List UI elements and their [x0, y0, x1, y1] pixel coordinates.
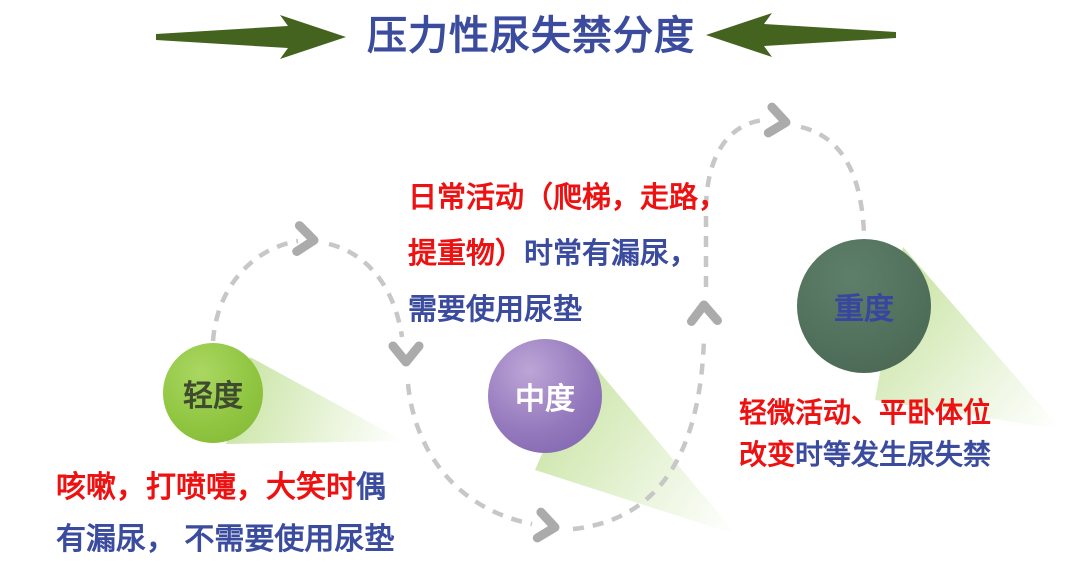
flow-path-segment-5 [703, 117, 765, 287]
chevron-up-icon [686, 300, 722, 326]
chevron-right-icon-1 [292, 221, 319, 256]
flow-path-segment-2 [328, 241, 405, 338]
note-text-blue: 偶 [356, 471, 386, 504]
note-severe-line-2: 改变时等发生尿失禁 [739, 434, 991, 476]
chevron-down-icon [388, 341, 424, 367]
note-mild-line-1: 咳嗽，打喷嚏，大笑时偶 [56, 462, 394, 514]
dashed-flow-path [210, 117, 867, 532]
note-text-red: 咳嗽，打喷嚏，大笑时 [56, 471, 356, 504]
title-arrow-left [706, 13, 896, 57]
note-text-blue: 需要使用尿垫 [408, 294, 583, 326]
stage-label-severe: 重度 [834, 293, 894, 326]
note-text-red: 日常活动（爬梯，走路， [408, 182, 728, 214]
chevron-right-icon-2 [532, 507, 560, 543]
chevron-right-icon-3 [763, 102, 791, 138]
note-moderate-line-2: 提重物）时常有漏尿， [408, 226, 727, 282]
title-arrow-right [156, 15, 346, 59]
note-mild-line-2: 有漏尿， 不需要使用尿垫 [56, 514, 394, 566]
flow-arrowheads [292, 102, 791, 543]
spotlight-beam-mild [226, 357, 404, 444]
flow-path-segment-1 [210, 238, 299, 342]
note-text-red: 提重物） [408, 238, 525, 270]
note-moderate-line-3: 需要使用尿垫 [408, 282, 727, 338]
flow-path-segment-6 [800, 124, 867, 234]
stage-circle-moderate: 中度 [488, 339, 602, 453]
stage-circle-mild: 轻度 [163, 343, 263, 443]
note-text-red: 轻微活动、平卧体位 [739, 397, 992, 428]
note-severe: 轻微活动、平卧体位 改变时等发生尿失禁 [739, 392, 991, 476]
title-arrow-right-icon [156, 15, 346, 59]
note-moderate: 日常活动（爬梯，走路， 提重物）时常有漏尿， 需要使用尿垫 [408, 170, 727, 338]
stage-circle-severe: 重度 [797, 239, 931, 373]
note-text-blue: 时等发生尿失禁 [795, 439, 992, 470]
note-mild: 咳嗽，打喷嚏，大笑时偶 有漏尿， 不需要使用尿垫 [56, 462, 394, 566]
note-text-blue: 时常有漏尿， [524, 238, 699, 270]
stage-label-mild: 轻度 [183, 380, 243, 413]
note-moderate-line-1: 日常活动（爬梯，走路， [408, 170, 727, 226]
page-title: 压力性尿失禁分度 [367, 14, 695, 58]
note-text-blue: 有漏尿， 不需要使用尿垫 [56, 523, 395, 556]
note-severe-line-1: 轻微活动、平卧体位 [739, 392, 991, 434]
flow-path-segment-3 [405, 383, 533, 527]
title-arrow-left-icon [706, 13, 896, 57]
note-text-red: 改变 [739, 439, 796, 470]
flow-path-segment-4 [572, 337, 707, 532]
stage-label-moderate: 中度 [515, 383, 575, 416]
